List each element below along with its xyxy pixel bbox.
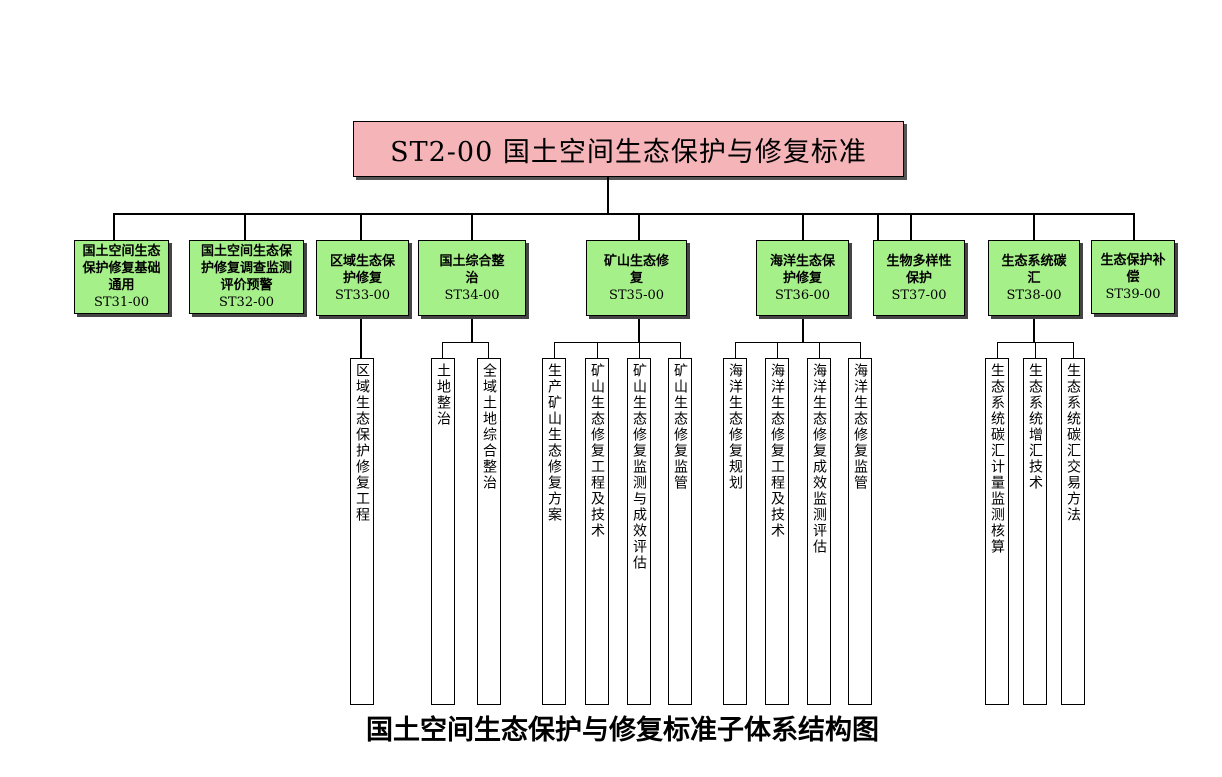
- connector-st38-down: [1033, 316, 1035, 343]
- diagram-caption: 国土空间生态保护与修复标准子体系结构图: [366, 715, 879, 746]
- leaf-st35-3: 矿山生态修复监测与成效评估: [627, 358, 651, 705]
- root-standard-box: ST2-00 国土空间生态保护与修复标准: [353, 121, 904, 177]
- category-st31: 国土空间生态保护修复基础通用 ST31-00: [74, 240, 169, 314]
- leaf-st35-1: 生产矿山生态修复方案: [542, 358, 566, 705]
- leaf-st33-1: 区域生态保护修复工程: [350, 358, 374, 705]
- category-st33: 区域生态保护修复 ST33-00: [316, 240, 409, 316]
- leaf-label: 生产矿山生态修复方案: [546, 363, 562, 523]
- connector-drop-2: [244, 214, 246, 240]
- category-st37: 生物多样性保护 ST37-00: [873, 240, 965, 316]
- leaf-st36-3: 海洋生态修复成效监测评估: [807, 358, 831, 705]
- connector-st38-c: [1073, 342, 1074, 358]
- leaf-label: 区域生态保护修复工程: [354, 363, 370, 523]
- category-code: ST39-00: [1105, 286, 1161, 302]
- leaf-label: 海洋生态修复成效监测评估: [811, 363, 827, 555]
- connector-st36-b: [777, 342, 778, 358]
- connector-st35-a: [554, 342, 555, 358]
- leaf-label: 生态系统增汇技术: [1027, 363, 1043, 491]
- leaf-st38-3: 生态系统碳汇交易方法: [1061, 358, 1085, 705]
- category-title: 区域生态保护修复: [329, 253, 395, 286]
- connector-st35-b: [597, 342, 598, 358]
- connector-drop-1: [113, 214, 115, 240]
- leaf-label: 矿山生态修复工程及技术: [589, 363, 605, 539]
- connector-st36-c: [819, 342, 820, 358]
- connector-drop-3: [360, 214, 362, 240]
- category-code: ST38-00: [1006, 287, 1062, 303]
- leaf-label: 生态系统碳汇交易方法: [1065, 363, 1081, 523]
- connector-st38-b: [1035, 342, 1036, 358]
- category-st39: 生态保护补偿 ST39-00: [1091, 240, 1175, 314]
- connector-main-bus: [113, 213, 1135, 215]
- connector-drop-7: [877, 214, 879, 240]
- leaf-label: 土地整治: [435, 363, 451, 427]
- category-code: ST36-00: [774, 287, 831, 303]
- category-st35: 矿山生态修复 ST35-00: [586, 240, 687, 316]
- connector-st36-down: [802, 316, 804, 343]
- leaf-label: 全域土地综合整治: [481, 363, 497, 491]
- connector-st35-c: [639, 342, 640, 358]
- category-title: 矿山生态修复: [603, 253, 669, 286]
- leaf-st34-2: 全域土地综合整治: [477, 358, 501, 705]
- root-label: ST2-00 国土空间生态保护与修复标准: [390, 136, 867, 168]
- leaf-label: 矿山生态修复监测与成效评估: [631, 363, 647, 571]
- category-code: ST35-00: [608, 287, 665, 303]
- connector-st36-a: [735, 342, 736, 358]
- leaf-st34-1: 土地整治: [431, 358, 455, 705]
- connector-st34-a: [442, 342, 443, 358]
- connector-st34-b: [488, 342, 489, 358]
- category-code: ST33-00: [334, 287, 391, 303]
- leaf-st38-2: 生态系统增汇技术: [1023, 358, 1047, 705]
- connector-st36-bus: [735, 342, 861, 343]
- category-code: ST37-00: [891, 287, 947, 303]
- connector-st33-down: [360, 316, 362, 358]
- connector-drop-5: [638, 214, 640, 240]
- connector-drop-9: [1033, 214, 1035, 240]
- leaf-label: 生态系统碳汇计量监测核算: [989, 363, 1005, 555]
- category-st36: 海洋生态保护修复 ST36-00: [756, 240, 849, 316]
- connector-st35-bus: [554, 342, 681, 343]
- category-code: ST32-00: [218, 295, 275, 310]
- connector-st35-down: [638, 316, 640, 343]
- leaf-label: 海洋生态修复规划: [727, 363, 743, 491]
- leaf-label: 海洋生态修复监管: [852, 363, 868, 491]
- category-title: 海洋生态保护修复: [769, 253, 835, 286]
- category-st32: 国土空间生态保护修复调查监测评价预警 ST32-00: [189, 240, 304, 314]
- connector-st34-down: [471, 316, 473, 343]
- category-st38: 生态系统碳汇 ST38-00: [988, 240, 1080, 316]
- connector-st34-bus: [442, 342, 489, 343]
- leaf-label: 海洋生态修复工程及技术: [769, 363, 785, 539]
- connector-st35-d: [680, 342, 681, 358]
- category-title: 生态系统碳汇: [1001, 253, 1067, 286]
- leaf-st36-4: 海洋生态修复监管: [848, 358, 872, 705]
- category-st34: 国土综合整治 ST34-00: [418, 240, 526, 316]
- category-code: ST34-00: [444, 287, 500, 303]
- leaf-st38-1: 生态系统碳汇计量监测核算: [985, 358, 1009, 705]
- category-title: 国土综合整治: [439, 253, 505, 286]
- leaf-label: 矿山生态修复监管: [672, 363, 688, 491]
- category-title: 生物多样性保护: [886, 253, 952, 286]
- connector-st36-d: [860, 342, 861, 358]
- connector-drop-10: [1133, 214, 1135, 240]
- category-title: 国土空间生态保护修复调查监测评价预警: [200, 244, 292, 293]
- leaf-st36-1: 海洋生态修复规划: [723, 358, 747, 705]
- category-title: 生态保护补偿: [1100, 252, 1166, 285]
- leaf-st36-2: 海洋生态修复工程及技术: [765, 358, 789, 705]
- connector-drop-6: [802, 214, 804, 240]
- leaf-st35-2: 矿山生态修复工程及技术: [585, 358, 609, 705]
- leaf-st35-4: 矿山生态修复监管: [668, 358, 692, 705]
- connector-drop-4: [471, 214, 473, 240]
- connector-st38-a: [997, 342, 998, 358]
- category-title: 国土空间生态保护修复基础通用: [82, 244, 161, 293]
- connector-drop-8: [910, 214, 912, 240]
- connector-root-down: [607, 177, 609, 214]
- category-code: ST31-00: [93, 295, 150, 310]
